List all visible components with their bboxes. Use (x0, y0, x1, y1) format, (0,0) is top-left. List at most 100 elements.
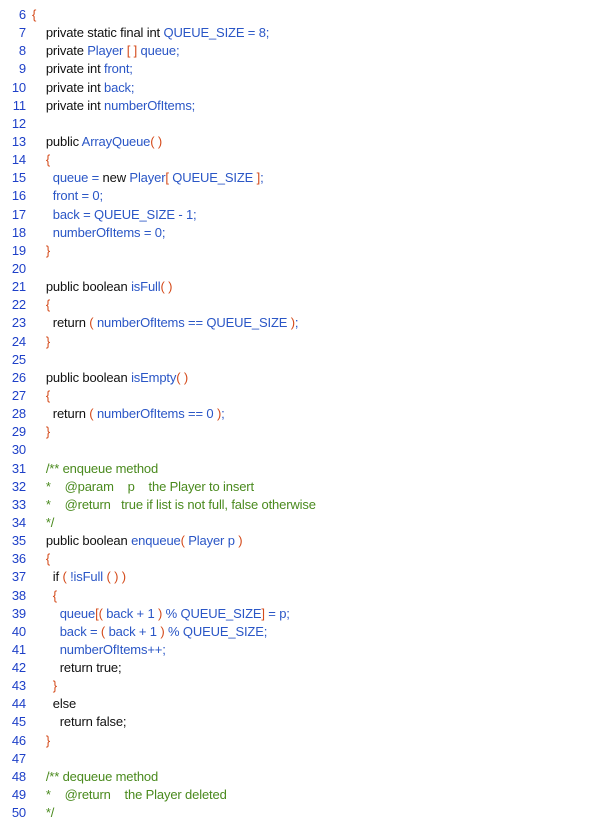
code-token: back; (104, 79, 135, 95)
code-text: } (26, 242, 611, 260)
code-token: numberOfItems++; (32, 641, 166, 657)
code-token: /** dequeue method (32, 768, 159, 784)
code-text: public ArrayQueue( ) (26, 133, 611, 151)
line-number: 35 (11, 533, 26, 549)
code-token: */ (32, 805, 55, 821)
line-number: 36 (11, 551, 26, 567)
code-text: { (26, 587, 611, 605)
line-number: 9 (18, 61, 26, 77)
code-token: return true; (32, 660, 122, 676)
code-token: private int (32, 97, 105, 113)
code-line: 45 return false; (0, 713, 611, 731)
code-token: Player (87, 43, 124, 59)
line-number: 46 (11, 732, 26, 748)
code-line: 40 back = ( back + 1 ) % QUEUE_SIZE; (0, 623, 611, 641)
code-token: * @param p the Player to insert (32, 478, 254, 494)
code-token: ( (180, 533, 189, 549)
line-number: 30 (11, 442, 26, 458)
code-line: 44 else (0, 695, 611, 713)
code-line: 16 front = 0; (0, 187, 611, 205)
code-text: private int numberOfItems; (26, 97, 611, 115)
code-text: } (26, 677, 611, 695)
line-number: 6 (18, 7, 26, 22)
code-token: queue = (32, 170, 103, 186)
code-line: 8 private Player [ ] queue; (0, 42, 611, 60)
line-number: 25 (11, 351, 26, 367)
code-token: queue; (137, 43, 180, 59)
code-line: 34 */ (0, 514, 611, 532)
code-line: 23 return ( numberOfItems == QUEUE_SIZE … (0, 314, 611, 332)
line-number: 17 (11, 206, 26, 222)
code-token: private static final int (32, 25, 164, 41)
code-text: * @return true if list is not full, fals… (26, 496, 611, 514)
code-token: numberOfItems == 0 (96, 406, 217, 422)
code-line: 43 } (0, 677, 611, 695)
code-text: return false; (26, 713, 611, 731)
code-line: 31 /** enqueue method (0, 460, 611, 478)
code-token: } (32, 242, 51, 258)
code-line: 21 public boolean isFull( ) (0, 278, 611, 296)
code-token: enqueue (131, 533, 181, 549)
line-number: 16 (11, 188, 26, 204)
code-token: QUEUE_SIZE (168, 170, 257, 186)
line-number: 34 (11, 514, 26, 530)
code-token: if (32, 569, 63, 585)
code-token: ] (256, 170, 261, 186)
code-token: public boolean (32, 533, 132, 549)
code-line: 28 return ( numberOfItems == 0 ); (0, 405, 611, 423)
code-token: [ ] (123, 43, 138, 59)
code-line: 22 { (0, 296, 611, 314)
code-token: ) (158, 605, 163, 621)
code-token: queue (32, 605, 96, 621)
code-token: = p; (264, 605, 290, 621)
code-token: QUEUE_SIZE (163, 25, 245, 41)
code-token: { (32, 551, 51, 567)
code-token: ) (216, 406, 222, 422)
code-token: return false; (32, 714, 127, 730)
line-number: 15 (11, 170, 26, 186)
line-number: 39 (11, 605, 26, 621)
code-token: } (32, 732, 51, 748)
code-token: ; (221, 406, 225, 422)
code-text: */ (26, 514, 611, 532)
code-line: 12 (0, 115, 611, 133)
code-token: ] (261, 605, 265, 621)
code-text: front = 0; (26, 187, 611, 205)
code-text: /** dequeue method (26, 768, 611, 786)
code-token: ; (294, 315, 299, 331)
line-number: 23 (11, 315, 26, 331)
code-token: private int (32, 61, 105, 77)
code-line: 20 (0, 260, 611, 278)
code-line: 7 private static final int QUEUE_SIZE = … (0, 24, 611, 42)
code-text: queue = new Player[ QUEUE_SIZE ]; (26, 169, 611, 187)
code-line: 39 queue[( back + 1 ) % QUEUE_SIZE] = p; (0, 605, 611, 623)
line-number: 28 (11, 406, 26, 422)
code-token: [ (165, 170, 169, 186)
code-line: 37 if ( !isFull ( ) ) (0, 568, 611, 586)
code-token: [( (95, 605, 107, 621)
code-text: private int back; (26, 79, 611, 97)
code-text: } (26, 423, 611, 441)
code-line: 48 /** dequeue method (0, 768, 611, 786)
code-text: queue[( back + 1 ) % QUEUE_SIZE] = p; (26, 605, 611, 623)
code-text: */ (26, 804, 611, 822)
code-token: private (32, 43, 88, 59)
code-token: numberOfItems == QUEUE_SIZE (96, 315, 291, 331)
code-token: return (32, 406, 90, 422)
code-text: else (26, 695, 611, 713)
line-number: 43 (11, 678, 26, 694)
line-number: 10 (11, 79, 26, 95)
code-text: { (26, 387, 611, 405)
code-token: ) (160, 623, 165, 639)
code-token: ( ) ) (106, 569, 126, 585)
line-number: 21 (11, 279, 26, 295)
code-text: * @return the Player deleted (26, 786, 611, 804)
code-line: 29 } (0, 423, 611, 441)
code-token: front = 0; (32, 188, 103, 204)
code-line: 46 } (0, 732, 611, 750)
code-line: 27 { (0, 387, 611, 405)
line-number: 29 (11, 424, 26, 440)
line-number: 24 (11, 333, 26, 349)
code-line: 11 private int numberOfItems; (0, 97, 611, 115)
line-number: 22 (11, 297, 26, 313)
